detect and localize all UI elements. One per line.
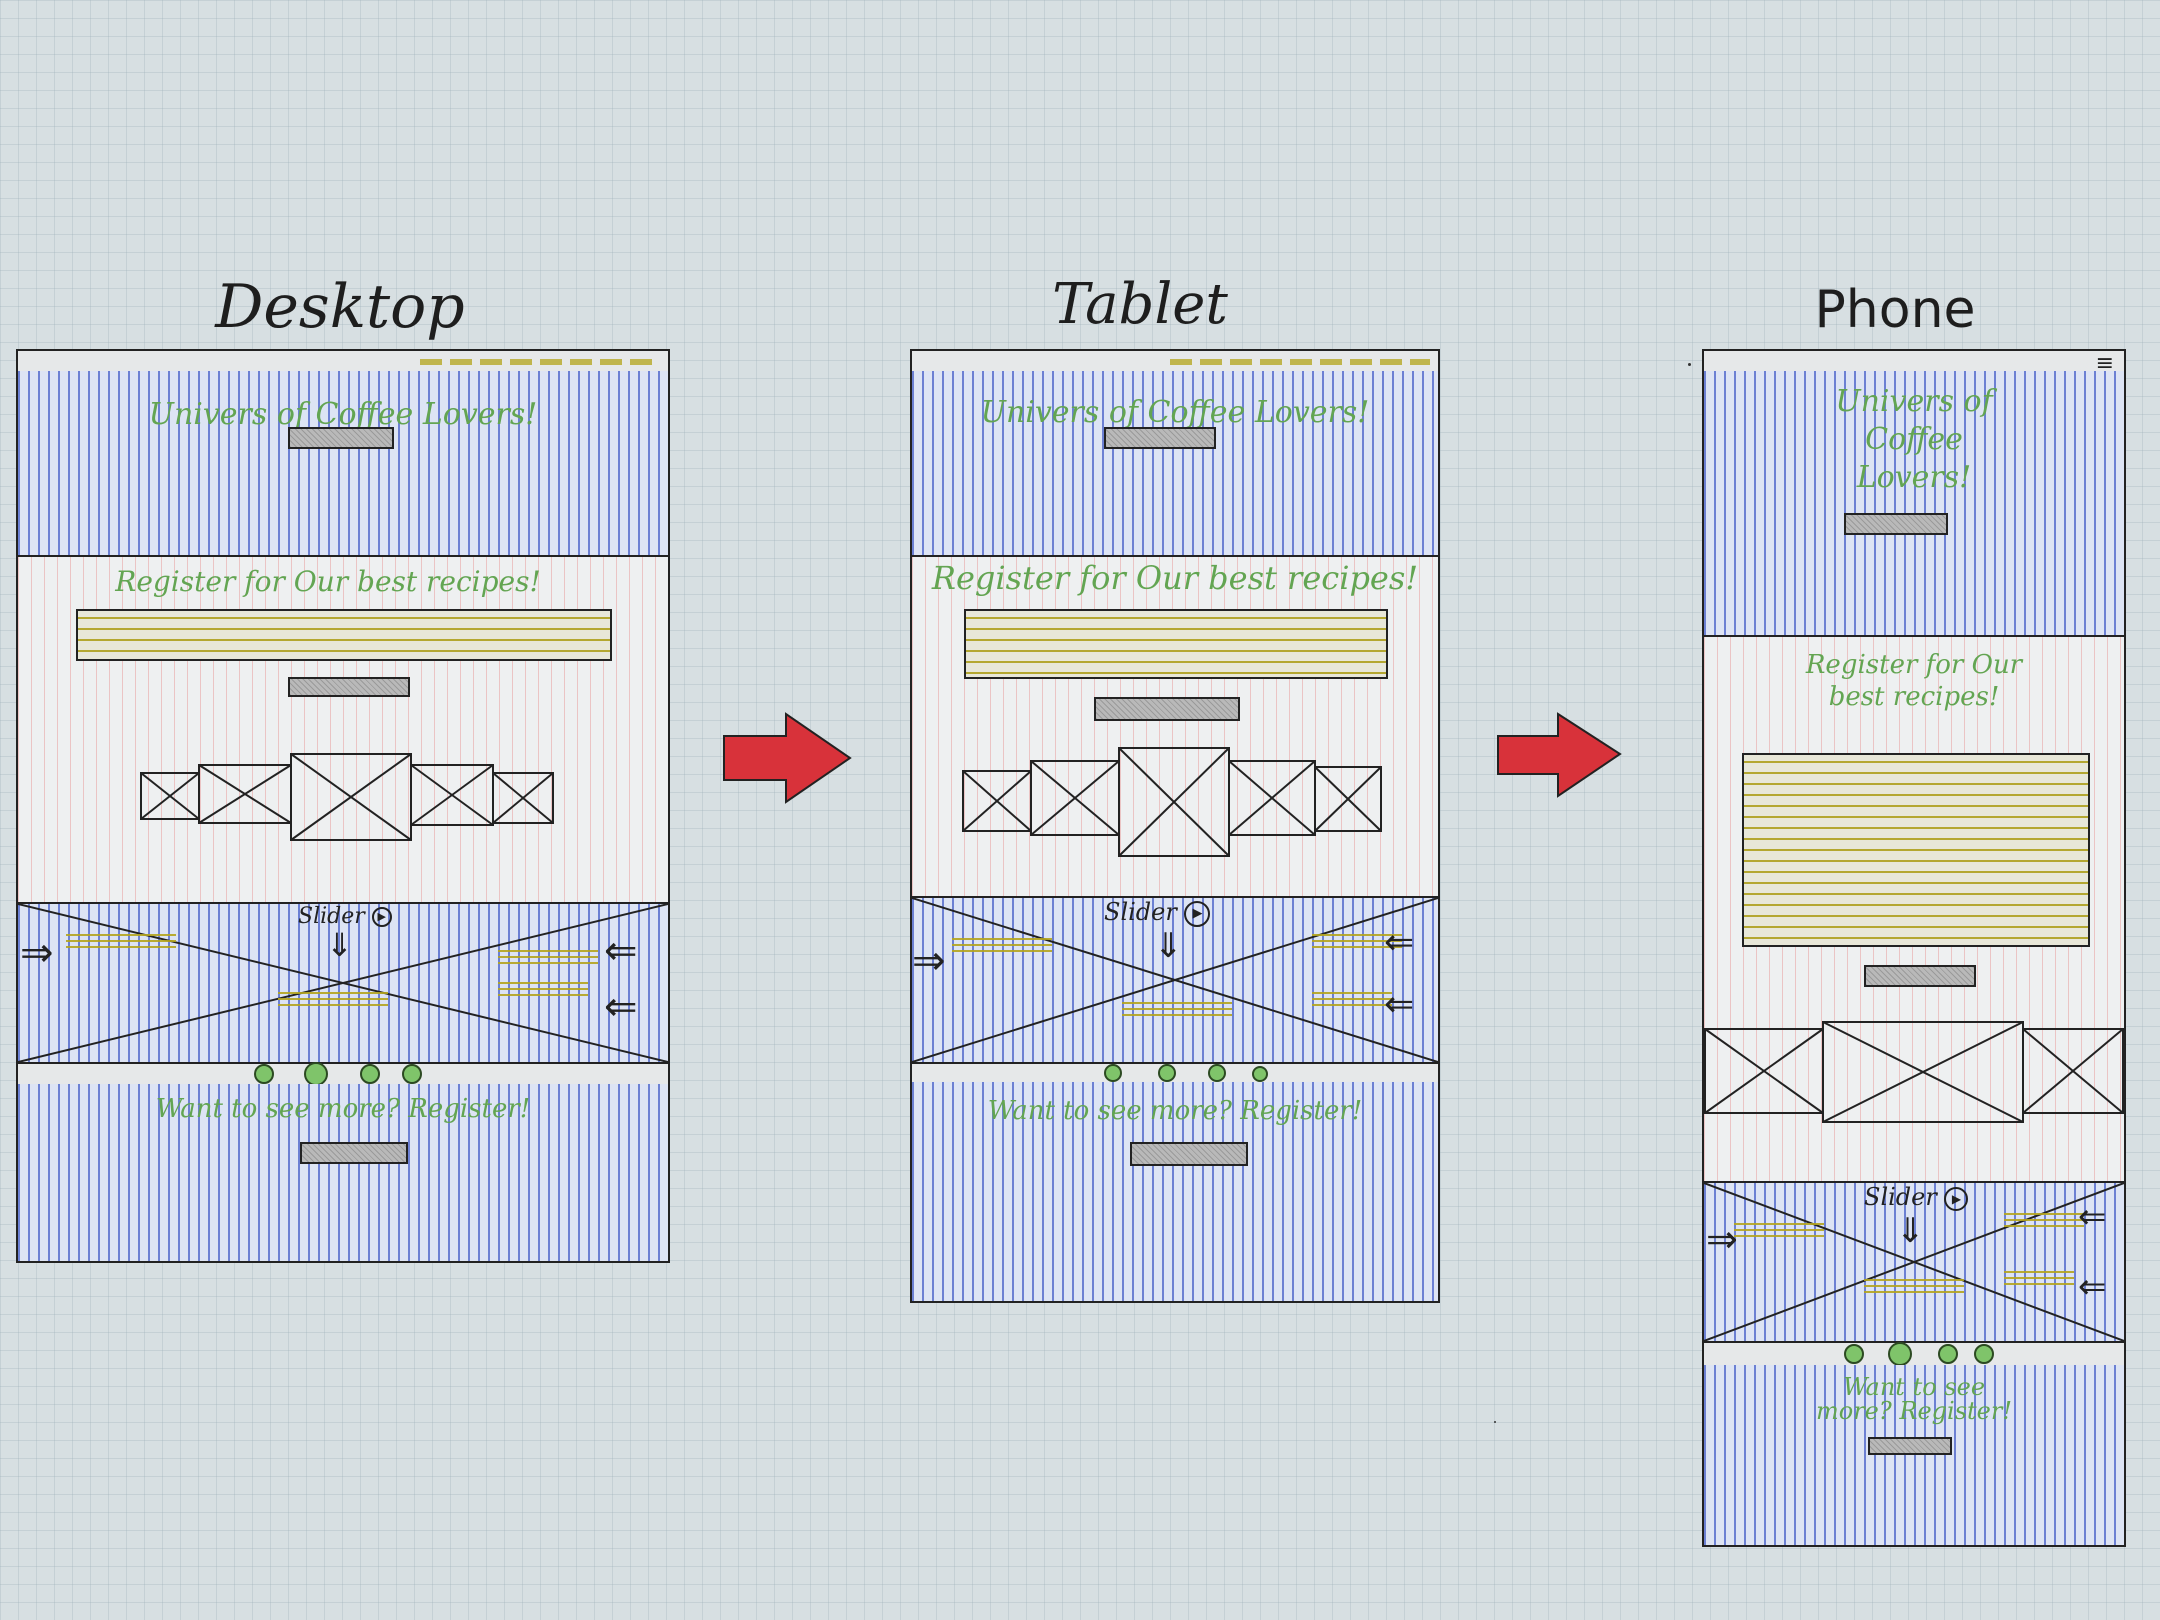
desktop-nav-links — [420, 359, 660, 365]
slider-prev-arrow-icon[interactable]: ⇐ — [2078, 1197, 2107, 1237]
tablet-nav-links — [1170, 359, 1430, 365]
desktop-slider-image — [18, 904, 668, 1063]
slider-prev-arrow-icon[interactable]: ⇐ — [604, 984, 638, 1030]
desktop-slider-dots — [18, 1062, 668, 1088]
phone-cta-button[interactable] — [1868, 1437, 1952, 1455]
image-placeholder-icon — [1314, 766, 1382, 832]
image-placeholder-icon — [1030, 760, 1120, 836]
phone-wireframe: ≡ Univers of Coffee Lovers! Register for… — [1702, 349, 2126, 1547]
phone-register-text: Register for Our best recipes! — [1805, 650, 2023, 712]
phone-slider-image — [1704, 1183, 2124, 1342]
phone-hero-button[interactable] — [1844, 513, 1948, 535]
image-placeholder-icon — [1704, 1028, 1824, 1114]
phone-hero-text: Univers of Coffee Lovers! — [1835, 384, 1993, 495]
slider-dot[interactable] — [1888, 1342, 1912, 1366]
desktop-heading: Desktop — [215, 272, 465, 342]
phone-cta-text: Want to see more? Register! — [1816, 1373, 2012, 1425]
image-placeholder-icon — [962, 770, 1032, 832]
slider-dot[interactable] — [1252, 1066, 1268, 1082]
desktop-cta-text: Want to see more? Register! — [155, 1094, 531, 1124]
tablet-hero-section: Univers of Coffee Lovers! — [912, 371, 1438, 555]
desktop-wireframe: Univers of Coffee Lovers! Register for O… — [16, 349, 670, 1263]
tablet-register-text: Register for Our best recipes! — [931, 559, 1419, 597]
slider-prev-arrow-icon[interactable]: ⇐ — [1384, 984, 1415, 1025]
tablet-navbar — [912, 351, 1438, 373]
image-placeholder-icon — [1822, 1021, 2024, 1123]
slider-dot[interactable] — [360, 1064, 380, 1084]
slider-dot[interactable] — [1938, 1344, 1958, 1364]
tablet-image-gallery — [962, 747, 1382, 857]
desktop-hero-button[interactable] — [288, 427, 394, 449]
tablet-cta-text: Want to see more? Register! — [987, 1096, 1363, 1126]
play-icon[interactable]: ▶ — [1944, 1186, 1969, 1211]
image-placeholder-icon — [492, 772, 554, 824]
desktop-register-text-block — [76, 609, 612, 661]
slider-dot[interactable] — [1208, 1064, 1226, 1082]
phone-image-gallery — [1704, 1021, 2124, 1123]
play-icon[interactable]: ▶ — [1184, 900, 1211, 927]
desktop-register-button[interactable] — [288, 677, 410, 697]
tablet-slider-label: Slider ▶ — [1104, 898, 1211, 927]
tablet-register-button[interactable] — [1094, 697, 1240, 721]
phone-register-section: Register for Our best recipes! — [1704, 635, 2124, 1181]
image-placeholder-icon — [410, 764, 494, 826]
desktop-image-gallery — [140, 753, 554, 841]
desktop-cta-section: Want to see more? Register! — [18, 1084, 668, 1261]
desktop-slider-label: Slider ▶ — [298, 904, 392, 929]
desktop-register-section: Register for Our best recipes! — [18, 555, 668, 902]
image-placeholder-icon — [1118, 747, 1230, 857]
slider-next-arrow-icon[interactable]: ⇒ — [912, 938, 946, 984]
tablet-slider-image — [912, 898, 1438, 1063]
tablet-register-text-block — [964, 609, 1388, 679]
desktop-navbar — [18, 351, 668, 373]
image-placeholder-icon — [140, 772, 200, 820]
down-arrow-icon: ⇓ — [1896, 1211, 1925, 1251]
slider-prev-arrow-icon[interactable]: ⇐ — [2078, 1267, 2107, 1307]
slider-dot[interactable] — [1158, 1064, 1176, 1082]
phone-cta-section: Want to see more? Register! — [1704, 1365, 2124, 1545]
desktop-register-text: Register for Our best recipes! — [115, 565, 541, 598]
desktop-cta-button[interactable] — [300, 1142, 408, 1164]
pen-speck — [1494, 1421, 1496, 1423]
slider-next-arrow-icon[interactable]: ⇒ — [20, 930, 54, 976]
phone-hero-section: Univers of Coffee Lovers! — [1704, 371, 2124, 635]
tablet-heading: Tablet — [1052, 272, 1228, 337]
hamburger-menu-icon[interactable]: ≡ — [2095, 351, 2114, 376]
tablet-hero-text: Univers of Coffee Lovers! — [980, 395, 1370, 430]
desktop-hero-section: Univers of Coffee Lovers! — [18, 371, 668, 555]
arrow-right-icon — [723, 712, 852, 804]
tablet-cta-button[interactable] — [1130, 1142, 1248, 1166]
slider-dot[interactable] — [254, 1064, 274, 1084]
image-placeholder-icon — [198, 764, 292, 824]
tablet-wireframe: Univers of Coffee Lovers! Register for O… — [910, 349, 1440, 1303]
play-icon[interactable]: ▶ — [371, 907, 392, 927]
image-placeholder-icon — [290, 753, 412, 841]
down-arrow-icon: ⇓ — [326, 926, 353, 964]
slider-dot[interactable] — [1974, 1344, 1994, 1364]
slider-dot[interactable] — [402, 1064, 422, 1084]
slider-dot[interactable] — [1104, 1064, 1122, 1082]
phone-slider-section: Slider ▶ ⇓ ⇒ ⇐ ⇐ — [1704, 1181, 2124, 1342]
tablet-hero-button[interactable] — [1104, 427, 1216, 449]
phone-register-button[interactable] — [1864, 965, 1976, 987]
slider-dot[interactable] — [1844, 1344, 1864, 1364]
desktop-hero-text: Univers of Coffee Lovers! — [148, 397, 538, 432]
phone-slider-label: Slider ▶ — [1864, 1183, 1969, 1211]
slider-next-arrow-icon[interactable]: ⇒ — [1706, 1217, 1738, 1261]
down-arrow-icon: ⇓ — [1154, 926, 1183, 966]
arrow-right-icon — [1497, 712, 1622, 798]
desktop-slider-section: Slider ▶ ⇓ ⇒ ⇐ ⇐ — [18, 902, 668, 1063]
tablet-cta-section: Want to see more? Register! — [912, 1082, 1438, 1301]
tablet-slider-section: Slider ▶ ⇓ ⇒ ⇐ ⇐ — [912, 896, 1438, 1063]
image-placeholder-icon — [1228, 760, 1316, 836]
slider-prev-arrow-icon[interactable]: ⇐ — [604, 928, 638, 974]
tablet-register-section: Register for Our best recipes! — [912, 555, 1438, 896]
image-placeholder-icon — [2022, 1028, 2124, 1114]
slider-prev-arrow-icon[interactable]: ⇐ — [1384, 922, 1415, 963]
phone-register-text-block — [1742, 753, 2090, 947]
phone-navbar: ≡ — [1704, 351, 2124, 376]
pen-speck — [1688, 363, 1691, 366]
slider-dot[interactable] — [304, 1062, 328, 1086]
phone-heading: Phone — [1814, 280, 1976, 340]
